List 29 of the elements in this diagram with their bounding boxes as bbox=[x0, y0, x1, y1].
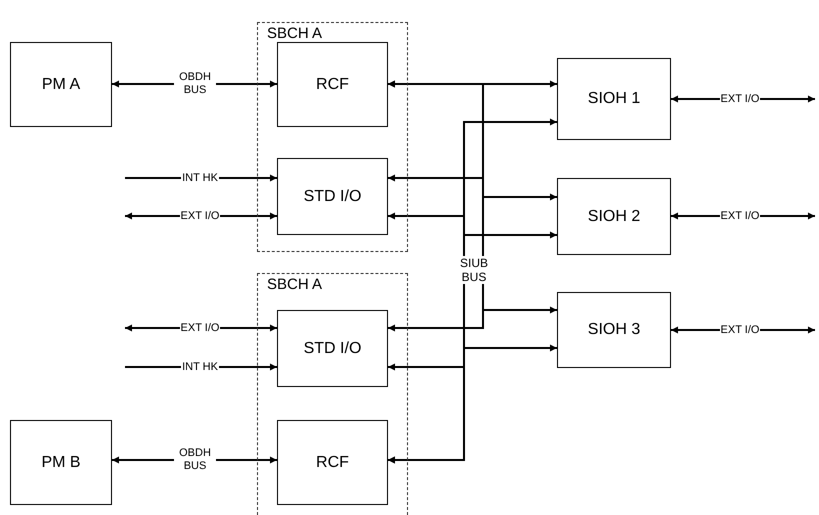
box-label: PM B bbox=[41, 454, 81, 472]
box-label: PM A bbox=[42, 76, 80, 94]
unit-box bbox=[277, 420, 388, 505]
unit-box bbox=[10, 420, 112, 505]
box-label: STD I/O bbox=[304, 188, 362, 206]
group-heading: SBCH A bbox=[267, 276, 322, 293]
dashed-group-boundary bbox=[257, 22, 408, 252]
box-label: STD I/O bbox=[304, 340, 362, 358]
edge-label: EXT I/O bbox=[720, 92, 760, 106]
bus-connector bbox=[388, 80, 484, 332]
unit-box bbox=[557, 292, 671, 368]
unit-box bbox=[277, 42, 388, 127]
unit-box bbox=[557, 178, 671, 255]
unit-box bbox=[10, 42, 112, 127]
unit-box bbox=[277, 310, 388, 387]
box-label: RCF bbox=[316, 76, 349, 94]
group-heading: SBCH A bbox=[267, 25, 322, 42]
box-label: SIOH 1 bbox=[588, 90, 640, 108]
dashed-group-boundary bbox=[257, 273, 408, 515]
edge-label: EXT I/O bbox=[720, 210, 760, 222]
edge-label: EXT I/O bbox=[180, 322, 220, 334]
box-label: SIOH 2 bbox=[588, 208, 640, 226]
bus-connector bbox=[388, 364, 465, 464]
unit-box bbox=[277, 158, 388, 235]
box-label: SIOH 3 bbox=[588, 321, 640, 339]
box-label: RCF bbox=[316, 454, 349, 472]
edge-label: EXT I/O bbox=[180, 210, 220, 222]
unit-box bbox=[557, 58, 671, 140]
edge-label: EXT I/O bbox=[720, 324, 760, 336]
